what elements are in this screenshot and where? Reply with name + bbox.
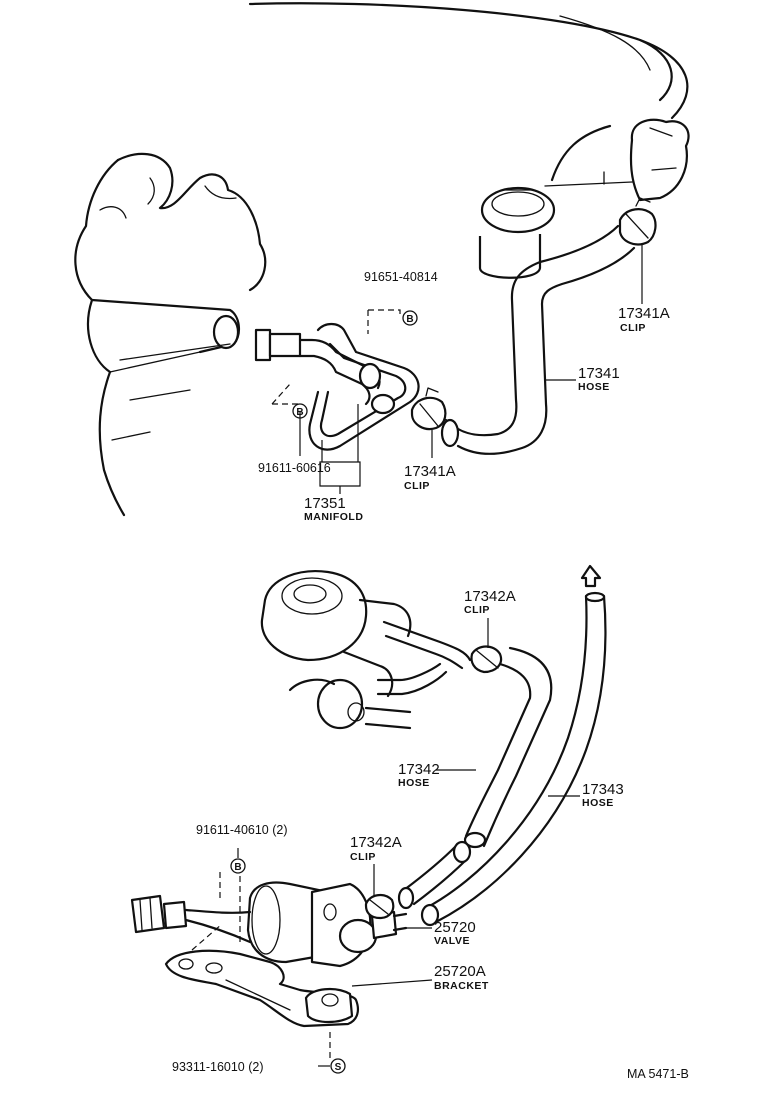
- label-17343-name: HOSE: [582, 797, 614, 809]
- label-25720-name: VALVE: [434, 935, 470, 947]
- label-17341A-top-name: CLIP: [620, 322, 646, 334]
- label-17342-name: HOSE: [398, 777, 430, 789]
- air-cleaner-housing: [248, 2, 689, 187]
- label-91611-406-number: 91611-40610 (2): [196, 823, 288, 837]
- label-91611-606-number: 91611-60616: [258, 461, 331, 475]
- filler-cap: [478, 186, 556, 279]
- label-17342A-top-name: CLIP: [464, 604, 490, 616]
- connector-plug: [130, 894, 252, 944]
- label-17341A-top-number: 17341A: [618, 305, 670, 322]
- clip-17341A-mid: [410, 387, 447, 431]
- vacuum-valve-top: [629, 118, 690, 202]
- bolt-b-symbol: B: [296, 407, 303, 418]
- engine-block-left: [74, 152, 267, 517]
- bolt-s-symbol: S: [335, 1062, 342, 1073]
- label-17342A-bottom-name: CLIP: [350, 851, 376, 863]
- label-17341A-mid-name: CLIP: [404, 480, 430, 492]
- bracket-25720A: [164, 949, 359, 1028]
- label-91651-number: 91651-40814: [364, 270, 438, 284]
- clip-17342A-top: [470, 645, 503, 674]
- bolt-marker-s-bottom: S: [330, 1058, 346, 1074]
- bolt-marker-b-bottom: B: [230, 858, 246, 874]
- top-leaders: [271, 244, 643, 494]
- hose-17343: [420, 591, 607, 927]
- valve-25720: [246, 881, 408, 968]
- label-93311-number: 93311-16010 (2): [172, 1060, 264, 1074]
- label-17341-name: HOSE: [578, 381, 610, 393]
- clip-17341A-top: [618, 197, 657, 246]
- hose-short-lower: [397, 840, 472, 910]
- hose-17342: [463, 646, 553, 849]
- label-17341-number: 17341: [578, 365, 620, 382]
- label-17342A-bottom-number: 17342A: [350, 834, 402, 851]
- label-25720A-number: 25720A: [434, 963, 486, 980]
- label-17342A-top-number: 17342A: [464, 588, 516, 605]
- label-17351-name: MANIFOLD: [304, 511, 363, 523]
- bottom-leaders: [191, 618, 580, 1067]
- label-17351-number: 17351: [304, 495, 346, 512]
- label-17342-number: 17342: [398, 761, 440, 778]
- label-25720-number: 25720: [434, 919, 476, 936]
- bolt-b-symbol: B: [234, 862, 241, 873]
- figure-code: MA 5471-B: [627, 1067, 689, 1081]
- flow-arrow: [580, 564, 602, 588]
- bolt-marker-b-top: B: [402, 310, 418, 326]
- label-25720A-name: BRACKET: [434, 980, 489, 992]
- bolt-marker-b-mid: B: [292, 403, 308, 419]
- bolt-b-symbol: B: [406, 314, 413, 325]
- clip-17342A-bottom: [364, 894, 395, 920]
- vsv-diaphragm: [260, 570, 472, 730]
- hose-17341: [440, 224, 636, 455]
- manifold: [254, 322, 420, 451]
- label-17341A-mid-number: 17341A: [404, 463, 456, 480]
- label-17343-number: 17343: [582, 781, 624, 798]
